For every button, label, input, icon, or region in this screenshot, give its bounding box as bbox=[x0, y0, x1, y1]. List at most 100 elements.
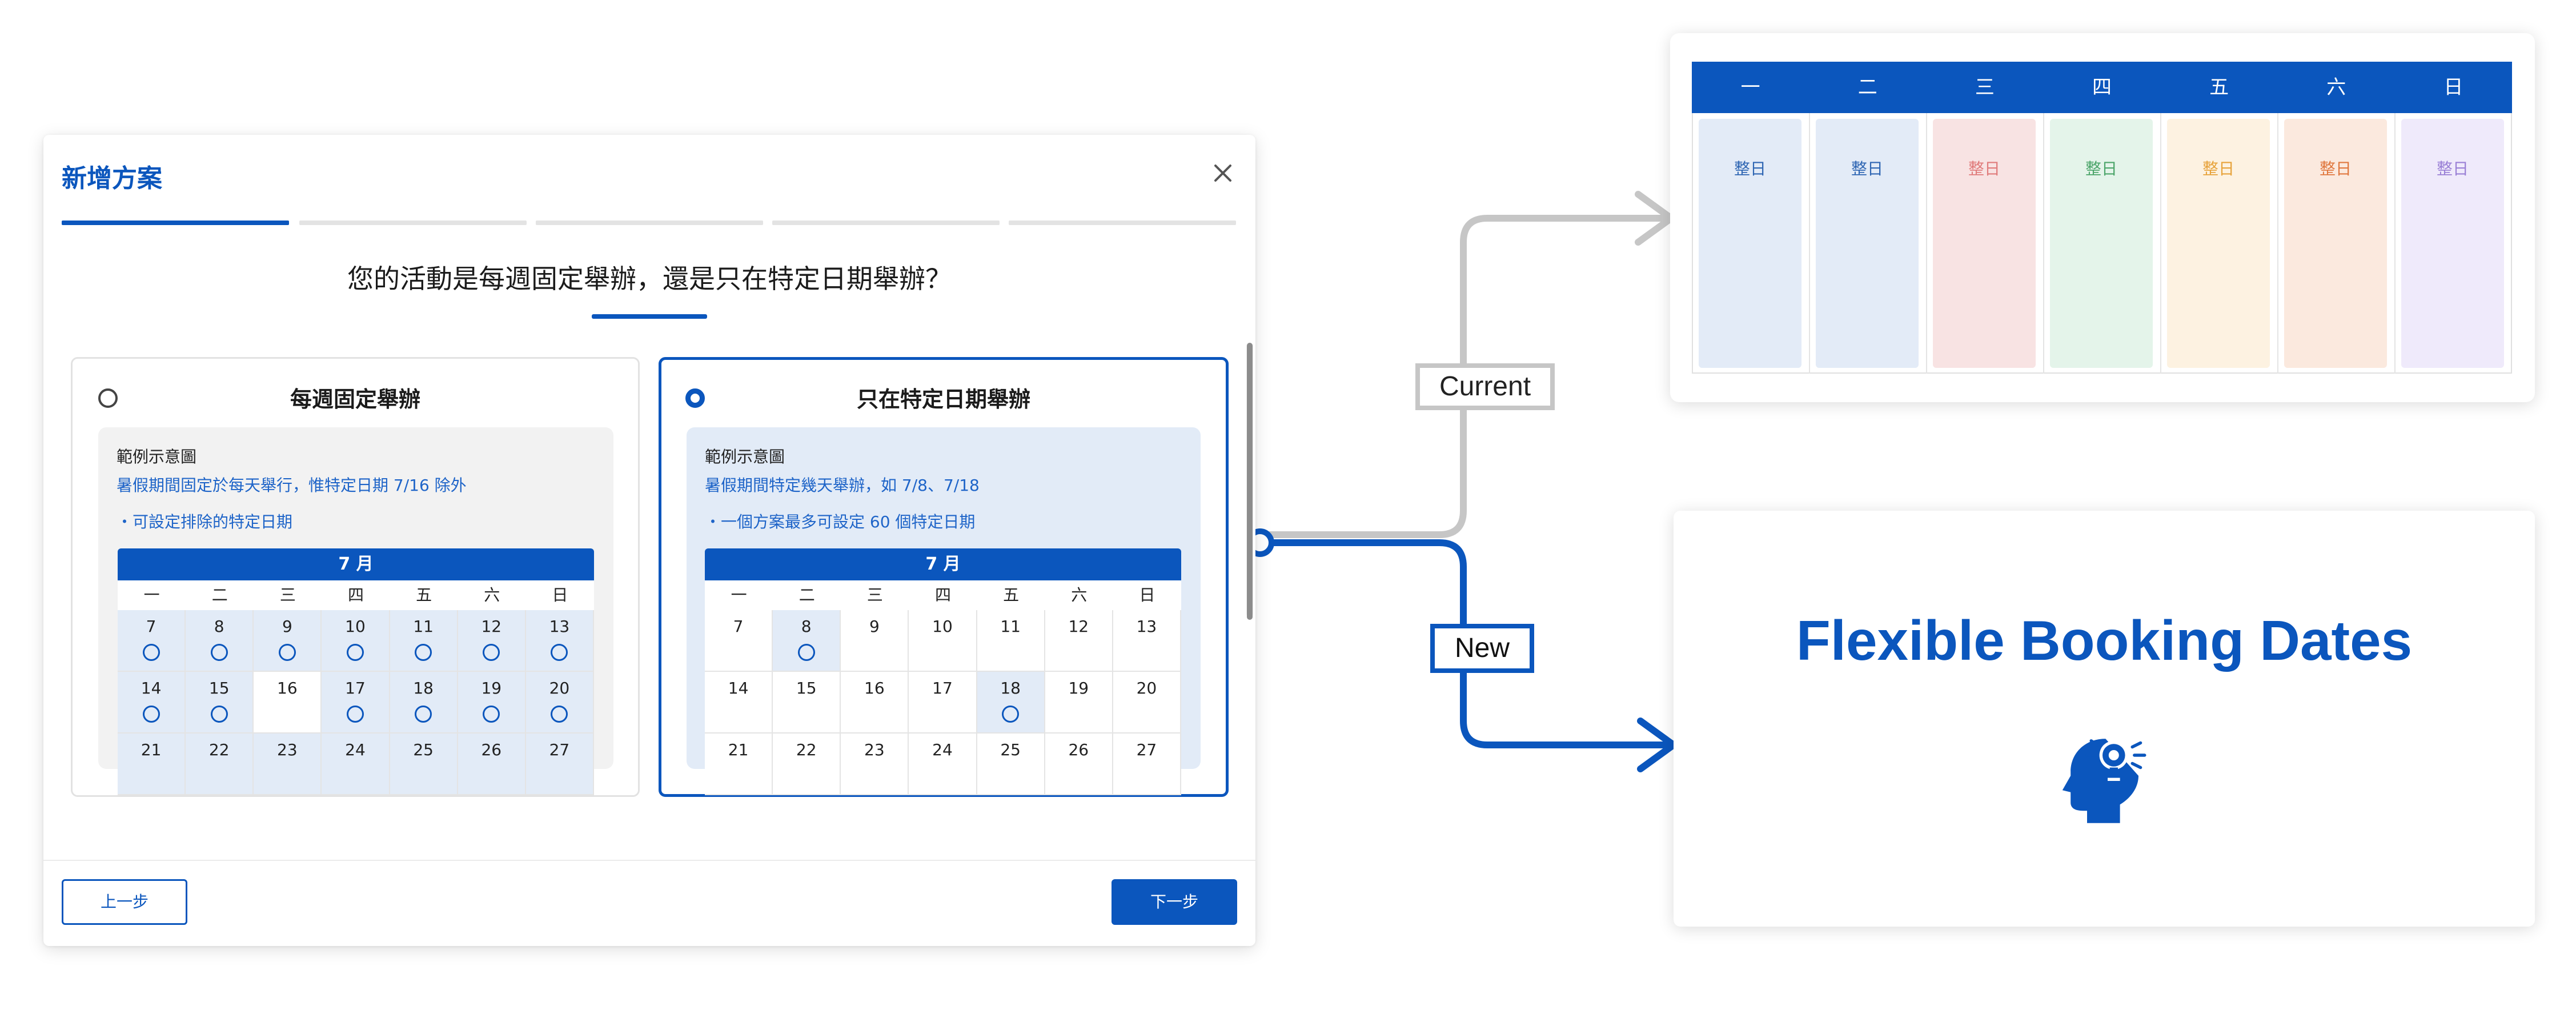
step-indicator-3 bbox=[536, 221, 763, 225]
calendar-day: 10 bbox=[909, 610, 977, 672]
example-label-weekly: 範例示意圖 bbox=[117, 447, 197, 466]
step-indicator-2 bbox=[299, 221, 527, 225]
modal-title: 新增方案 bbox=[62, 164, 162, 193]
calendar-day: 11 bbox=[390, 610, 458, 672]
weekday-header: 五 bbox=[2209, 76, 2229, 99]
example-label-specific: 範例示意圖 bbox=[705, 447, 785, 466]
calendar-day: 19 bbox=[458, 672, 526, 734]
weekday-label: 六 bbox=[484, 586, 500, 604]
calendar-specific: 7 月 一 二 三 四 五 六 日 7 8 9 10 11 12 13 14 1… bbox=[705, 548, 1181, 795]
previous-step-button[interactable]: 上一步 bbox=[62, 879, 187, 925]
calendar-day: 14 bbox=[705, 672, 773, 734]
calendar-day: 13 bbox=[1113, 610, 1181, 672]
calendar-day: 15 bbox=[773, 672, 841, 734]
weekday-label: 四 bbox=[934, 586, 951, 604]
next-step-button[interactable]: 下一步 bbox=[1112, 879, 1237, 925]
calendar-day: 11 bbox=[977, 610, 1045, 672]
calendar-weekday-row: 一 二 三 四 五 六 日 bbox=[705, 580, 1181, 610]
calendar-day: 12 bbox=[458, 610, 526, 672]
calendar-day: 14 bbox=[118, 672, 186, 734]
circle-icon bbox=[210, 644, 228, 661]
calendar-day: 18 bbox=[390, 672, 458, 734]
column-divider bbox=[1926, 113, 1927, 374]
calendar-day: 8 bbox=[186, 610, 254, 672]
calendar-day: 19 bbox=[1045, 672, 1113, 734]
weekday-header: 二 bbox=[1857, 76, 1877, 99]
weekday-label: 三 bbox=[866, 586, 883, 604]
circle-icon bbox=[415, 706, 432, 723]
example-description-specific: 暑假期間特定幾天舉辦，如 7/8、7/18 bbox=[705, 476, 980, 495]
question-underline bbox=[592, 314, 707, 319]
calendar-day: 23 bbox=[254, 734, 322, 795]
example-note-specific: ・一個方案最多可設定 60 個特定日期 bbox=[705, 512, 976, 531]
calendar-grid: 7 8 9 10 11 12 13 14 15 16 17 18 19 20 2… bbox=[705, 610, 1181, 795]
weekday-label: 六 bbox=[1071, 586, 1088, 604]
calendar-weekly: 7 月 一 二 三 四 五 六 日 7 8 9 10 11 12 13 14 1… bbox=[118, 548, 594, 795]
circle-icon bbox=[483, 706, 500, 723]
calendar-day: 24 bbox=[909, 734, 977, 795]
weekday-label: 五 bbox=[1003, 586, 1020, 604]
all-day-slot-sun: 整日 bbox=[2401, 119, 2504, 368]
step-indicator-1 bbox=[62, 221, 289, 225]
weekly-schedule-header: 一 二 三 四 五 六 日 bbox=[1692, 62, 2512, 113]
step-indicator-4 bbox=[772, 221, 1000, 225]
calendar-day: 25 bbox=[977, 734, 1045, 795]
weekday-label: 日 bbox=[552, 586, 568, 604]
calendar-day: 24 bbox=[322, 734, 390, 795]
calendar-day: 26 bbox=[458, 734, 526, 795]
calendar-day: 22 bbox=[186, 734, 254, 795]
weekday-label: 一 bbox=[731, 586, 747, 604]
calendar-day: 15 bbox=[186, 672, 254, 734]
calendar-day: 27 bbox=[1113, 734, 1181, 795]
circle-icon bbox=[483, 644, 500, 661]
calendar-grid: 7 8 9 10 11 12 13 14 15 16 17 18 19 20 2… bbox=[118, 610, 594, 795]
weekday-label: 二 bbox=[799, 586, 815, 604]
weekday-header: 六 bbox=[2326, 76, 2346, 99]
weekday-header: 日 bbox=[2443, 76, 2463, 99]
question-heading: 您的活動是每週固定舉辦，還是只在特定日期舉辦？ bbox=[347, 263, 952, 294]
calendar-day: 16 bbox=[841, 672, 909, 734]
calendar-day: 22 bbox=[773, 734, 841, 795]
footer-divider bbox=[43, 860, 1255, 861]
close-icon[interactable] bbox=[1210, 160, 1236, 186]
calendar-day: 20 bbox=[1113, 672, 1181, 734]
weekday-label: 四 bbox=[347, 586, 364, 604]
circle-icon bbox=[346, 706, 364, 723]
calendar-day: 21 bbox=[118, 734, 186, 795]
circle-icon bbox=[415, 644, 432, 661]
radio-weekly[interactable] bbox=[98, 388, 118, 408]
circle-icon bbox=[1002, 706, 1020, 723]
calendar-day: 17 bbox=[322, 672, 390, 734]
weekday-label: 二 bbox=[211, 586, 228, 604]
calendar-day: 7 bbox=[118, 610, 186, 672]
column-divider bbox=[2277, 113, 2278, 374]
idea-head-icon bbox=[2062, 739, 2146, 823]
circle-icon bbox=[346, 644, 364, 661]
radio-specific[interactable] bbox=[685, 388, 705, 408]
all-day-slot-mon: 整日 bbox=[1699, 119, 1801, 368]
step-indicator-5 bbox=[1009, 221, 1236, 225]
calendar-day: 13 bbox=[525, 610, 594, 672]
column-divider bbox=[2160, 113, 2161, 374]
calendar-day: 26 bbox=[1045, 734, 1113, 795]
modal-scrollbar-thumb[interactable] bbox=[1247, 343, 1253, 620]
column-divider bbox=[2394, 113, 2396, 374]
all-day-slot-thu: 整日 bbox=[2050, 119, 2153, 368]
circle-icon bbox=[142, 644, 160, 661]
option-title-specific: 只在特定日期舉辦 bbox=[856, 387, 1030, 412]
calendar-day-excluded: 16 bbox=[254, 672, 322, 734]
column-divider bbox=[2043, 113, 2044, 374]
calendar-day: 9 bbox=[841, 610, 909, 672]
weekday-label: 日 bbox=[1139, 586, 1155, 604]
new-feature-panel bbox=[1674, 511, 2535, 927]
weekday-label: 一 bbox=[143, 586, 160, 604]
calendar-month-header: 7 月 bbox=[705, 548, 1181, 580]
circle-icon bbox=[142, 706, 160, 723]
weekday-label: 三 bbox=[279, 586, 296, 604]
weekday-header: 三 bbox=[1975, 76, 1995, 99]
column-divider bbox=[1809, 113, 1810, 374]
calendar-day-selected: 8 bbox=[773, 610, 841, 672]
all-day-slot-sat: 整日 bbox=[2284, 119, 2387, 368]
circle-icon bbox=[551, 706, 568, 723]
all-day-slot-fri: 整日 bbox=[2167, 119, 2270, 368]
